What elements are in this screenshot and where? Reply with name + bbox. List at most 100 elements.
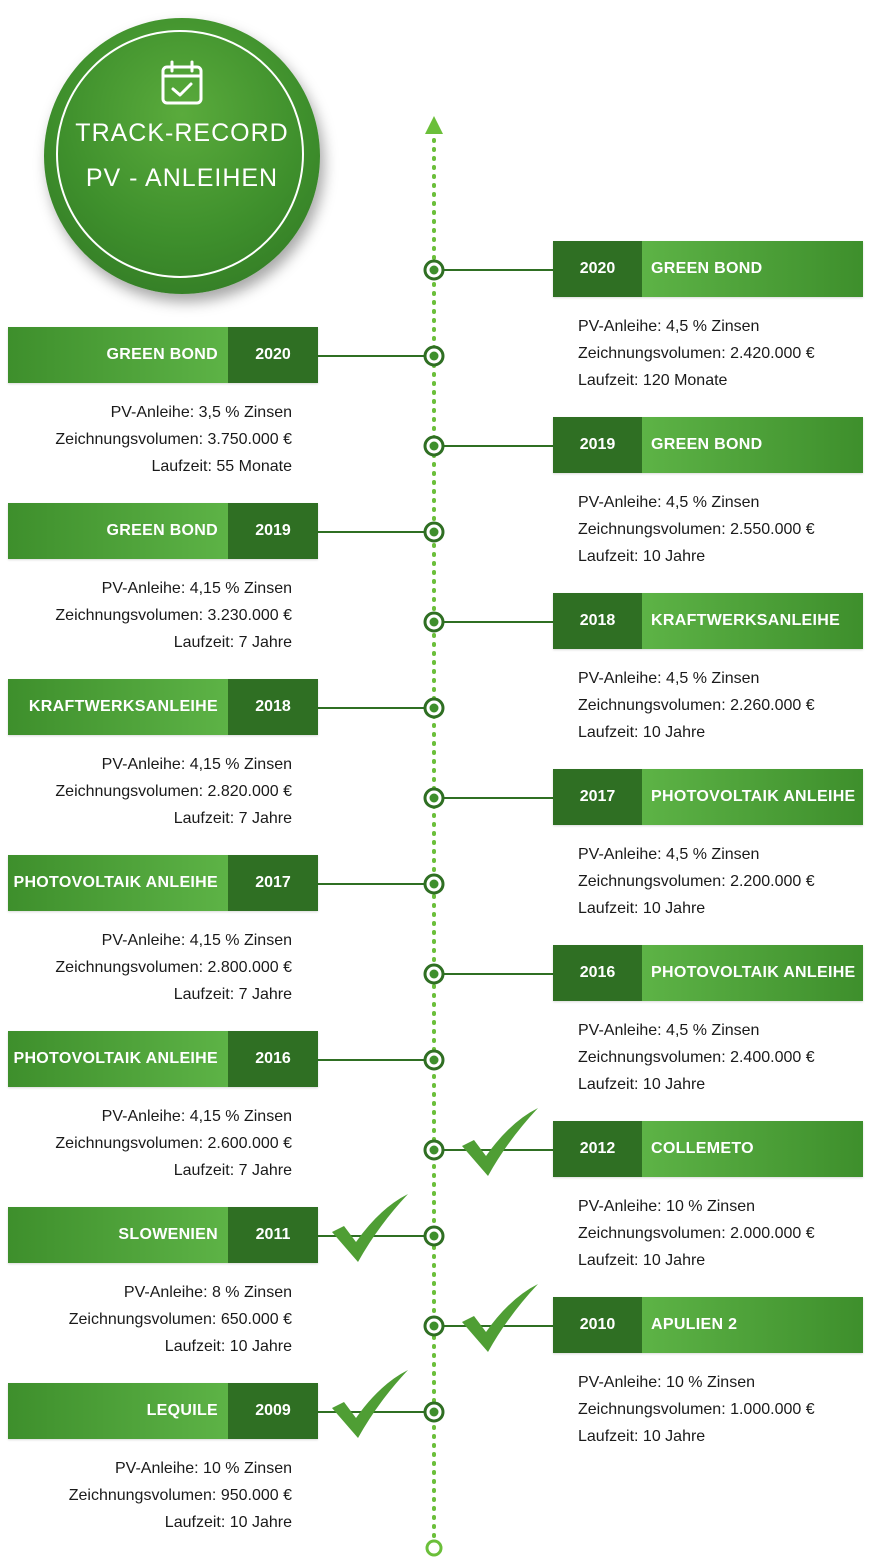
timeline-node-dot [429, 793, 439, 803]
entry-detail-line1: PV-Anleihe: 10 % Zinsen [578, 1198, 755, 1215]
entry-detail-line1: PV-Anleihe: 4,5 % Zinsen [578, 1022, 760, 1039]
timeline-node-dot [429, 879, 439, 889]
entry-year: 2016 [553, 945, 642, 1001]
timeline-node-dot [429, 1321, 439, 1331]
entry-title: PHOTOVOLTAIK ANLEIHE [8, 1031, 228, 1087]
entry-detail-line1: PV-Anleihe: 3,5 % Zinsen [110, 404, 292, 421]
entry-detail-line3: Laufzeit: 10 Jahre [578, 724, 706, 741]
entry-year: 2020 [228, 327, 318, 383]
entry-detail-line3: Laufzeit: 10 Jahre [578, 548, 706, 565]
timeline-node-dot [429, 527, 439, 537]
timeline-arrow-icon [425, 116, 443, 134]
entry-detail-line2: Zeichnungsvolumen: 1.000.000 € [578, 1401, 815, 1418]
entry-year: 2020 [553, 241, 642, 297]
entry-detail-line3: Laufzeit: 7 Jahre [173, 1162, 292, 1179]
entry-detail-line1: PV-Anleihe: 4,5 % Zinsen [578, 670, 760, 687]
entry-detail-line2: Zeichnungsvolumen: 2.260.000 € [578, 697, 815, 714]
timeline-node-dot [429, 441, 439, 451]
entry-title: APULIEN 2 [642, 1297, 863, 1353]
entry-detail-line3: Laufzeit: 10 Jahre [578, 1428, 706, 1445]
entry-title: PHOTOVOLTAIK ANLEIHE [8, 855, 228, 911]
entry-title: PHOTOVOLTAIK ANLEIHE [642, 945, 863, 1001]
entry-detail-line1: PV-Anleihe: 4,15 % Zinsen [101, 580, 292, 597]
entry-detail-line2: Zeichnungsvolumen: 2.820.000 € [55, 783, 292, 800]
timeline-node-dot [429, 351, 439, 361]
entry-detail-line1: PV-Anleihe: 4,5 % Zinsen [578, 318, 760, 335]
timeline-node-dot [429, 1407, 439, 1417]
entry-detail-line2: Zeichnungsvolumen: 3.750.000 € [55, 431, 292, 448]
entry-detail-line3: Laufzeit: 10 Jahre [164, 1514, 292, 1531]
entry-year: 2018 [553, 593, 642, 649]
entry-detail-line3: Laufzeit: 10 Jahre [164, 1338, 292, 1355]
entry-title: LEQUILE [8, 1383, 228, 1439]
entry-year: 2010 [553, 1297, 642, 1353]
entry-year: 2017 [553, 769, 642, 825]
entry-detail-line2: Zeichnungsvolumen: 2.200.000 € [578, 873, 815, 890]
entry-year: 2009 [228, 1383, 318, 1439]
entry-detail-line3: Laufzeit: 120 Monate [578, 372, 728, 389]
entry-detail-line2: Zeichnungsvolumen: 950.000 € [68, 1487, 292, 1504]
badge-title-line1: TRACK-RECORD [75, 119, 289, 147]
timeline-node-dot [429, 703, 439, 713]
entry-detail-line1: PV-Anleihe: 4,5 % Zinsen [578, 846, 760, 863]
calendar-check-icon [161, 60, 203, 105]
entry-detail-line1: PV-Anleihe: 4,5 % Zinsen [578, 494, 760, 511]
checkmark-icon [462, 1284, 538, 1352]
entry-title: GREEN BOND [8, 327, 228, 383]
entry-detail-line1: PV-Anleihe: 8 % Zinsen [123, 1284, 292, 1301]
entry-detail-line2: Zeichnungsvolumen: 2.420.000 € [578, 345, 815, 362]
entry-detail-line3: Laufzeit: 10 Jahre [578, 900, 706, 917]
entry-title: PHOTOVOLTAIK ANLEIHE [642, 769, 863, 825]
entry-title: KRAFTWERKSANLEIHE [8, 679, 228, 735]
entry-title: KRAFTWERKSANLEIHE [642, 593, 863, 649]
entry-detail-line2: Zeichnungsvolumen: 2.550.000 € [578, 521, 815, 538]
entry-detail-line3: Laufzeit: 55 Monate [151, 458, 292, 475]
checkmark-icon [332, 1194, 408, 1262]
entry-detail-line1: PV-Anleihe: 4,15 % Zinsen [101, 756, 292, 773]
entry-detail-line3: Laufzeit: 10 Jahre [578, 1076, 706, 1093]
entry-detail-line3: Laufzeit: 7 Jahre [173, 986, 292, 1003]
entry-year: 2019 [553, 417, 642, 473]
entry-detail-line2: Zeichnungsvolumen: 2.000.000 € [578, 1225, 815, 1242]
timeline-node-dot [429, 617, 439, 627]
badge-title-line2: PV - ANLEIHEN [85, 164, 279, 192]
badge-ring [56, 30, 304, 278]
timeline-node-dot [429, 1145, 439, 1155]
timeline-node-dot [429, 969, 439, 979]
entry-title: GREEN BOND [642, 241, 863, 297]
entry-title: GREEN BOND [642, 417, 863, 473]
entry-title: SLOWENIEN [8, 1207, 228, 1263]
entry-detail-line2: Zeichnungsvolumen: 650.000 € [68, 1311, 292, 1328]
timeline-node-dot [429, 1231, 439, 1241]
entry-detail-line1: PV-Anleihe: 4,15 % Zinsen [101, 932, 292, 949]
timeline-node-dot [429, 1055, 439, 1065]
entry-detail-line3: Laufzeit: 7 Jahre [173, 810, 292, 827]
entry-detail-line3: Laufzeit: 10 Jahre [578, 1252, 706, 1269]
checkmark-icon [332, 1370, 408, 1438]
entry-detail-line3: Laufzeit: 7 Jahre [173, 634, 292, 651]
header-badge: TRACK-RECORD PV - ANLEIHEN [44, 18, 320, 294]
